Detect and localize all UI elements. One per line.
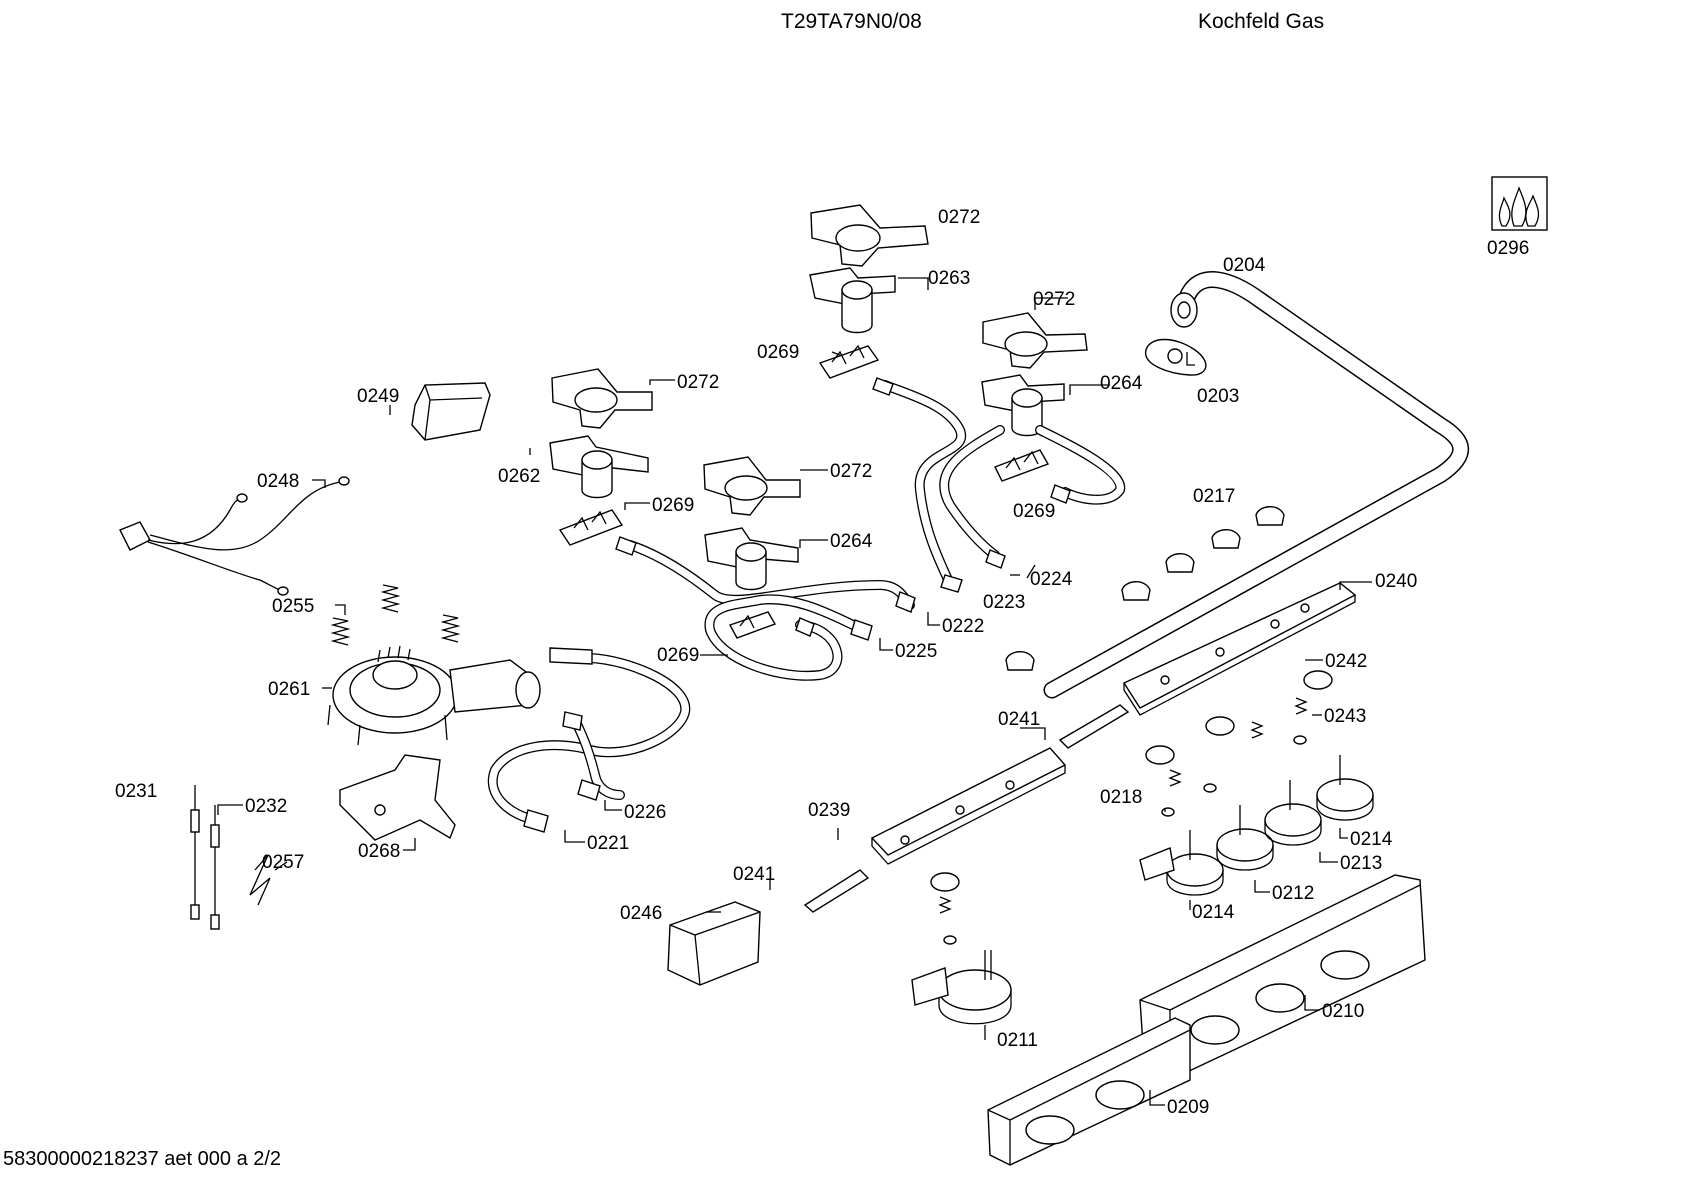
burner-assembly-top xyxy=(809,204,929,334)
part-label: 0217 xyxy=(1193,486,1235,507)
burner-assembly-center xyxy=(703,456,801,591)
ignition-module xyxy=(411,382,491,441)
part-label: 0204 xyxy=(1223,255,1266,276)
model-number: T29TA79N0/08 xyxy=(781,10,922,33)
part-label: 0269 xyxy=(652,495,694,516)
part-label: 0243 xyxy=(1324,706,1366,727)
part-label: 0239 xyxy=(808,800,850,821)
part-label: 0211 xyxy=(997,1030,1038,1051)
part-label: 0262 xyxy=(498,466,540,487)
trays xyxy=(987,874,1426,1166)
part-label: 0272 xyxy=(1033,289,1075,310)
part-label: 0257 xyxy=(262,852,304,873)
fittings xyxy=(523,377,1071,833)
part-label: 0255 xyxy=(272,596,314,617)
part-label: 0226 xyxy=(624,802,666,823)
part-label: 0248 xyxy=(257,471,299,492)
main-burner xyxy=(327,645,541,746)
part-label: 0222 xyxy=(942,616,984,637)
part-label: 0264 xyxy=(830,531,873,552)
part-label: 0221 xyxy=(587,833,629,854)
part-label: 0263 xyxy=(928,268,970,289)
springs xyxy=(330,584,461,646)
part-label: 0268 xyxy=(358,841,400,862)
burner-assembly-left xyxy=(549,368,653,499)
part-labels: 0272 0263 0204 0296 0272 0269 0264 0203 … xyxy=(115,207,1529,1118)
part-label: 0210 xyxy=(1322,1001,1364,1022)
part-label: 0232 xyxy=(245,796,287,817)
part-label: 0272 xyxy=(830,461,872,482)
mounting-bracket xyxy=(339,754,456,841)
part-label: 0272 xyxy=(938,207,980,228)
part-label: 0261 xyxy=(268,679,310,700)
part-label: 0269 xyxy=(757,342,799,363)
main-gas-pipe xyxy=(1043,271,1470,699)
gas-tubes xyxy=(487,380,1126,825)
part-label: 0218 xyxy=(1100,787,1142,808)
leader-lines xyxy=(194,277,1372,1106)
part-label: 0241 xyxy=(733,864,775,885)
control-strips xyxy=(870,582,1357,865)
pipe-gasket xyxy=(1145,338,1207,376)
valve-parts xyxy=(911,670,1374,1025)
burner-assembly-right xyxy=(981,312,1088,437)
part-label: 0214 xyxy=(1350,829,1393,850)
small-clips xyxy=(1005,506,1285,671)
connectors xyxy=(803,704,1130,913)
part-label: 0249 xyxy=(357,386,399,407)
electronics-box xyxy=(667,901,761,986)
part-label: 0264 xyxy=(1100,373,1143,394)
part-label: 0225 xyxy=(895,641,937,662)
document-footer: 58300000218237 aet 000 a 2/2 xyxy=(3,1148,282,1170)
part-label: 0241 xyxy=(998,709,1040,730)
part-label: 0209 xyxy=(1167,1097,1209,1118)
part-label: 0224 xyxy=(1030,569,1073,590)
part-label: 0272 xyxy=(677,372,719,393)
section-title: Kochfeld Gas xyxy=(1198,10,1325,33)
gas-flame-symbol xyxy=(1491,176,1548,231)
part-label: 0296 xyxy=(1487,238,1529,259)
part-label: 0231 xyxy=(115,781,157,802)
part-label: 0246 xyxy=(620,903,662,924)
cable-harness xyxy=(119,476,350,596)
part-label: 0240 xyxy=(1375,571,1417,592)
part-label: 0269 xyxy=(657,645,699,666)
part-label: 0212 xyxy=(1272,883,1314,904)
part-label: 0203 xyxy=(1197,386,1239,407)
part-label: 0214 xyxy=(1192,902,1235,923)
part-label: 0242 xyxy=(1325,651,1367,672)
part-label: 0269 xyxy=(1013,501,1055,522)
brackets xyxy=(558,344,1050,639)
part-label: 0213 xyxy=(1340,853,1382,874)
thermocouples xyxy=(190,790,271,930)
part-label: 0223 xyxy=(983,592,1025,613)
